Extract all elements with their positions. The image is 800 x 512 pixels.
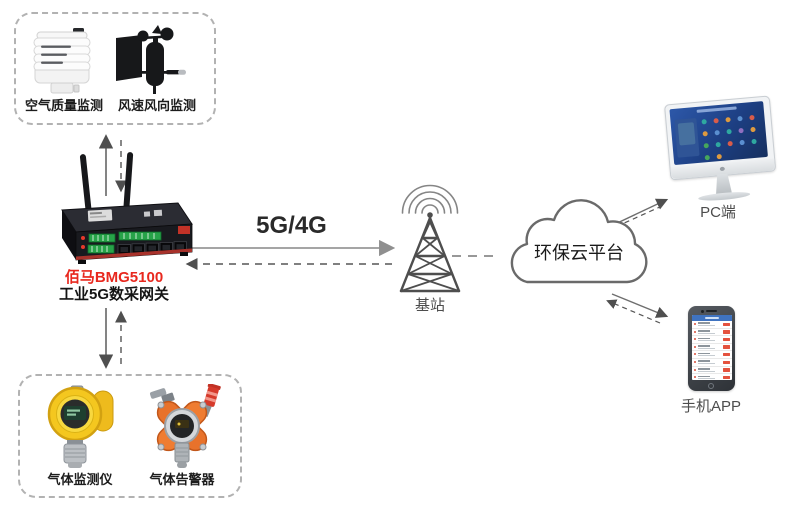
- gas-detector-label: 气体监测仪: [47, 472, 113, 487]
- gas-devices-group: 气体监测仪 气体告警器: [18, 374, 242, 498]
- uplink-label: 5G/4G: [256, 212, 327, 239]
- base-station-label: 基站: [414, 297, 445, 314]
- gas-alarm-icon: [149, 384, 221, 468]
- cloud-icon: [510, 199, 648, 284]
- desktop-monitor-icon: [664, 95, 777, 181]
- air-quality-sensor-icon: [33, 28, 91, 94]
- gateway-brand-model: 佰马BMG5100: [64, 269, 164, 286]
- gas-detector-icon: [47, 385, 114, 468]
- mobile-client-label: 手机APP: [680, 398, 741, 415]
- wind-sensor-label: 风速风向监测: [117, 98, 196, 113]
- edge-phone-to-cloud-dashed: [606, 299, 661, 324]
- gateway-subtitle: 工业5G数采网关: [58, 286, 169, 303]
- industrial-5g-router-icon: [61, 152, 193, 264]
- air-quality-label: 空气质量监测: [24, 98, 103, 113]
- gas-alarm-label: 气体告警器: [149, 472, 215, 487]
- cell-tower-icon: [399, 184, 461, 293]
- pc-client-label: PC端: [700, 204, 736, 221]
- phone-app-screen: [691, 315, 732, 380]
- cloud-platform-label: 环保云平台: [534, 243, 624, 263]
- wind-vane-anemometer-icon: [116, 25, 186, 94]
- smartphone-icon: [688, 306, 735, 391]
- pc-client-group: [660, 95, 780, 203]
- pc-dashboard-screen: [669, 101, 768, 166]
- edge-cloud-to-phone-solid: [611, 293, 669, 318]
- weather-sensors-group: 空气质量监测 风速风向监测: [14, 12, 216, 125]
